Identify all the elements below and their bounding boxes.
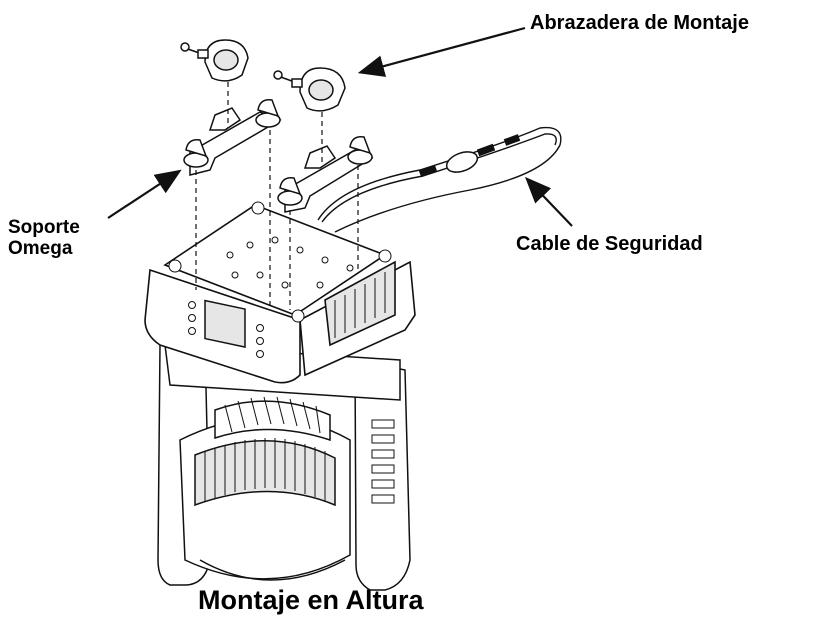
lens-ring-ribs: [204, 438, 326, 502]
grille-slats: [224, 396, 321, 434]
base-plate-screws: [168, 201, 392, 323]
arrow-mounting-clamp: [357, 26, 526, 77]
label-mounting-clamp: Abrazadera de Montaje: [530, 12, 749, 34]
callout-arrows: [107, 26, 573, 227]
arrow-omega-bracket: [107, 169, 182, 219]
control-buttons: [188, 301, 264, 358]
arrow-safety-cable: [524, 176, 573, 227]
handle-vents: [334, 272, 386, 338]
label-omega-bracket: Soporte Omega: [8, 217, 80, 260]
safety-cable-connectors: [418, 134, 521, 178]
omega-bracket-right: [277, 135, 374, 213]
label-safety-cable: Cable de Seguridad: [516, 233, 703, 255]
arm-slots: [371, 419, 395, 504]
lcd-display: [204, 299, 246, 348]
label-omega-line2: Omega: [8, 237, 73, 259]
mounting-clamp-left: [180, 39, 249, 82]
omega-bracket-left: [183, 98, 282, 176]
label-omega-line1: Soporte: [8, 217, 80, 238]
mounting-clamp-right: [273, 67, 346, 112]
diagram-title: Montaje en Altura: [198, 585, 424, 615]
alignment-lines: [195, 82, 359, 310]
safety-cable-carabiner: [445, 151, 479, 173]
